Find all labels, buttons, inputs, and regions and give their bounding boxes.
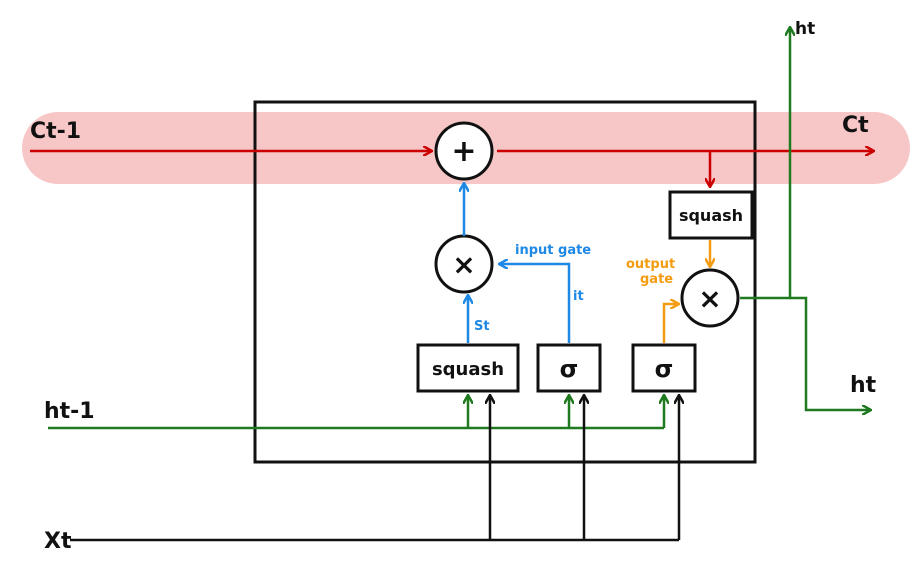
output-multiply-operator: ×	[680, 268, 740, 328]
output-squash-label: squash	[679, 206, 743, 225]
x-in-label: Xt	[44, 529, 72, 554]
input-gate-line	[500, 264, 571, 343]
output-sigma-label: σ	[655, 355, 674, 383]
input-sigma-box: σ	[536, 343, 602, 393]
output-squash-box: squash	[668, 190, 754, 240]
h-out-right-label: ht	[850, 373, 877, 398]
it-label: it	[573, 289, 584, 304]
hidden-out-right-line	[790, 296, 870, 410]
h-prev-label: ht-1	[44, 399, 95, 424]
output-gate-line	[662, 304, 678, 343]
input-multiply-symbol: ×	[452, 248, 475, 281]
output-sigma-box: σ	[631, 343, 697, 393]
cell-boundary	[253, 100, 757, 464]
c-prev-label: Ct-1	[30, 119, 81, 144]
h-out-top-label: ht	[795, 19, 815, 39]
output-gate-label-line1: output	[626, 257, 675, 272]
add-operator: +	[434, 121, 494, 181]
output-multiply-symbol: ×	[698, 282, 721, 315]
input-squash-label: squash	[432, 359, 504, 380]
input-squash-box: squash	[416, 343, 520, 393]
output-gate-label-line2: gate	[640, 272, 673, 287]
input-multiply-operator: ×	[434, 234, 494, 294]
st-label: St	[474, 319, 490, 334]
input-gate-label: input gate	[515, 243, 591, 258]
input-sigma-label: σ	[560, 355, 579, 383]
c-next-label: Ct	[842, 113, 869, 138]
add-operator-symbol: +	[451, 134, 476, 169]
